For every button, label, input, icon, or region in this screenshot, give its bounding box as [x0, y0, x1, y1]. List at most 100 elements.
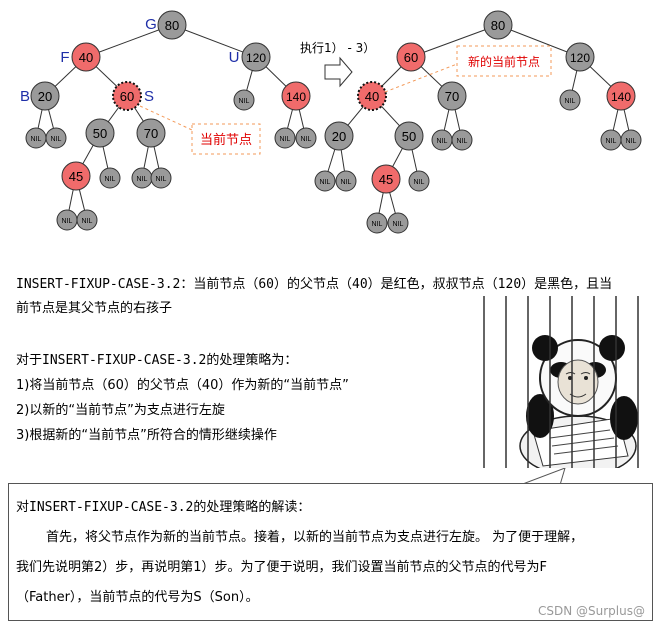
rnode-140-red: 140 [606, 81, 636, 111]
nil-label: NIL [51, 136, 62, 143]
nil-leaf: NIL [25, 127, 47, 149]
interpretation-line2: 我们先说明第2）步，再说明第1）步。为了便于说明，我们设置当前节点的父节点的代号… [16, 560, 548, 575]
nil-leaf: NIL [295, 127, 317, 149]
svg-text:80: 80 [165, 18, 179, 33]
left-nil-leaves: NIL NIL NIL NIL NIL NIL NIL NIL NIL [25, 127, 317, 231]
strategy-title: 对于INSERT-FIXUP-CASE-3.2的处理策略为： [16, 353, 298, 368]
nil-leaf: NIL [335, 170, 357, 192]
svg-text:NIL: NIL [239, 98, 250, 105]
rnode-20: 20 [324, 121, 354, 151]
label-S: S [144, 88, 154, 105]
nil-label: NIL [156, 176, 167, 183]
nil-label: NIL [31, 136, 42, 143]
svg-text:50: 50 [93, 126, 107, 141]
node-120: 120 [241, 42, 271, 72]
nil-label: NIL [372, 221, 383, 228]
nil-leaf: NIL [274, 127, 296, 149]
label-U: U [229, 49, 240, 66]
interpretation-line1: 首先，将父节点作为新的当前节点。接着，以新的当前节点为支点进行左旋。 为了便于理… [46, 530, 584, 545]
nil-leaf: NIL [620, 129, 642, 151]
nil-leaf: NIL [451, 129, 473, 151]
left-tree: 80 40 120 20 60 NIL 140 50 [20, 10, 317, 231]
node-80: 80 [157, 10, 187, 40]
nil-leaf: NIL [431, 129, 453, 151]
strategy-step-1: 1)将当前节点（60）的父节点（40）作为新的“当前节点” [16, 378, 349, 393]
nil-leaf: NIL [45, 127, 67, 149]
svg-text:120: 120 [246, 51, 266, 65]
right-callout-box [456, 45, 552, 77]
rnode-80: 80 [483, 10, 513, 40]
right-nil-leaves: NIL NIL NIL NIL NIL NIL NIL NIL NIL [314, 129, 642, 234]
nil-leaf: NIL [408, 170, 430, 192]
node-140-red: 140 [281, 81, 311, 111]
svg-text:NIL: NIL [565, 98, 576, 105]
svg-text:60: 60 [120, 89, 134, 104]
interpretation-title: 对INSERT-FIXUP-CASE-3.2的处理策略的解读： [16, 500, 311, 515]
label-F: F [60, 49, 69, 66]
nil-leaf: NIL [131, 167, 153, 189]
nil-label: NIL [320, 179, 331, 186]
nil-leaf: NIL [56, 209, 78, 231]
nil-leaf: NIL [387, 212, 409, 234]
rnode-60-red: 60 [396, 42, 426, 72]
rnode-70: 70 [437, 81, 467, 111]
rnode-40-red-current: 40 [357, 81, 387, 111]
nil-label: NIL [626, 138, 637, 145]
panda-behind-bars-image [478, 296, 659, 468]
case-description-line2: 前节点是其父节点的右孩子 [16, 301, 173, 316]
node-70: 70 [136, 118, 166, 148]
svg-text:45: 45 [379, 172, 393, 187]
label-B: B [20, 88, 30, 105]
svg-text:60: 60 [404, 50, 418, 65]
nil-label: NIL [105, 176, 116, 183]
rnode-45-red: 45 [371, 164, 401, 194]
right-callout-text: 新的当前节点 [468, 54, 540, 69]
svg-text:50: 50 [402, 129, 416, 144]
nil-label: NIL [437, 138, 448, 145]
left-callout-text: 当前节点 [200, 132, 252, 148]
svg-text:45: 45 [69, 169, 83, 184]
right-callout-line [384, 63, 458, 93]
csdn-watermark: CSDN @Surplus@ [538, 604, 645, 618]
right-tree: 80 60 120 40 70 NIL 140 20 [314, 10, 642, 234]
svg-text:20: 20 [332, 129, 346, 144]
rnode-120: 120 [565, 42, 595, 72]
nil-label: NIL [280, 136, 291, 143]
nil-leaf: NIL [150, 167, 172, 189]
nil-label: NIL [62, 218, 73, 225]
interpretation-box [8, 483, 653, 621]
label-G: G [145, 16, 157, 33]
svg-text:140: 140 [286, 90, 306, 104]
left-callout-box [191, 123, 261, 155]
nil-label: NIL [457, 138, 468, 145]
svg-text:120: 120 [570, 51, 590, 65]
svg-text:40: 40 [79, 50, 93, 65]
node-60-red-current: 60 [112, 81, 142, 111]
node-50: 50 [85, 118, 115, 148]
nil-leaf: NIL [76, 209, 98, 231]
step-label: 执行1） - 3） [300, 41, 375, 55]
transform-arrow [324, 56, 353, 88]
nil-leaf: NIL [600, 129, 622, 151]
strategy-step-2: 2)以新的“当前节点”为支点进行左旋 [16, 403, 225, 418]
svg-text:20: 20 [38, 89, 52, 104]
nil-leaf: NIL [314, 170, 336, 192]
nil-label: NIL [414, 179, 425, 186]
nil-label: NIL [393, 221, 404, 228]
node-20: 20 [30, 81, 60, 111]
case-description-line1: INSERT-FIXUP-CASE-3.2：当前节点（60）的父节点（40）是红… [16, 277, 613, 292]
strategy-step-3: 3)根据新的“当前节点”所符合的情形继续操作 [16, 428, 277, 443]
node-40-red: 40 [71, 42, 101, 72]
svg-text:140: 140 [611, 90, 631, 104]
rnode-nil-under-120: NIL [559, 89, 581, 111]
nil-leaf: NIL [99, 167, 121, 189]
svg-text:40: 40 [365, 89, 379, 104]
svg-text:70: 70 [445, 89, 459, 104]
svg-text:80: 80 [491, 18, 505, 33]
interpretation-line3: （Father），当前节点的代号为S（Son）。 [16, 590, 259, 605]
node-nil-under-120: NIL [233, 89, 255, 111]
nil-label: NIL [82, 218, 93, 225]
svg-text:70: 70 [144, 126, 158, 141]
nil-label: NIL [606, 138, 617, 145]
nil-label: NIL [137, 176, 148, 183]
